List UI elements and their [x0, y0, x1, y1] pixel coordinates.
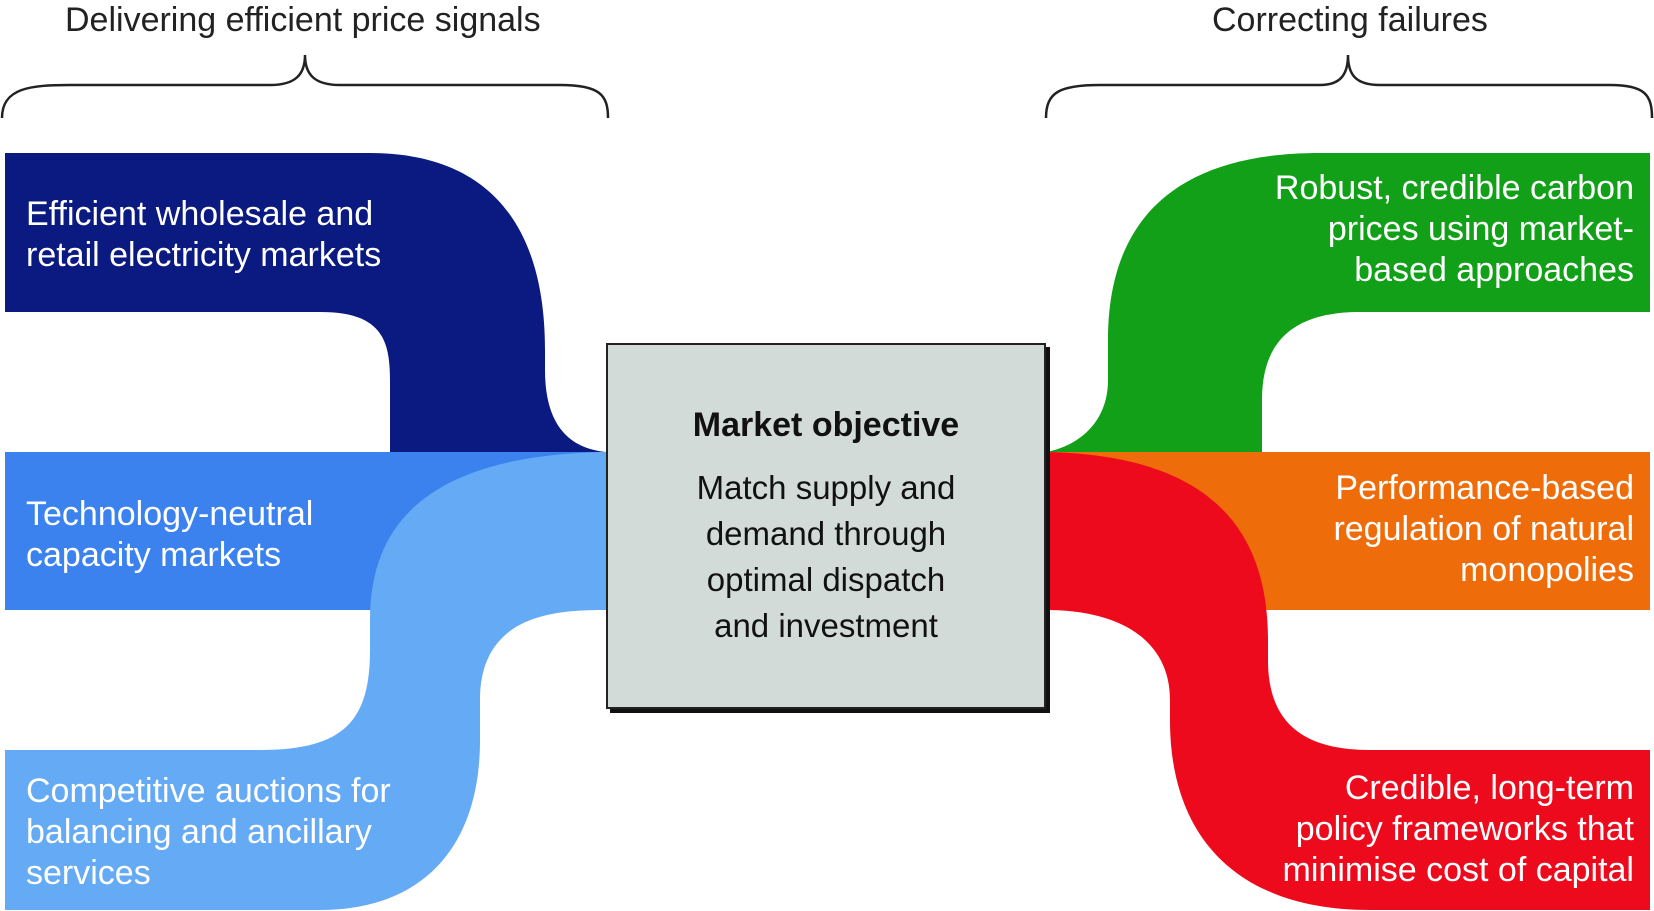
- left-band-top: [5, 153, 606, 452]
- market-objective-box: Market objective Match supply and demand…: [606, 343, 1046, 709]
- left-band-bottom: [5, 452, 606, 910]
- right-header: Correcting failures: [1212, 1, 1488, 39]
- market-objective-title: Market objective: [692, 406, 960, 444]
- left-brace: [0, 54, 610, 119]
- market-objective-description: Match supply and demand through optimal …: [696, 469, 956, 644]
- right-band-bottom: [1046, 452, 1650, 910]
- right-brace: [1044, 54, 1654, 119]
- right-band-top: [1046, 153, 1650, 452]
- left-header: Delivering efficient price signals: [65, 1, 541, 39]
